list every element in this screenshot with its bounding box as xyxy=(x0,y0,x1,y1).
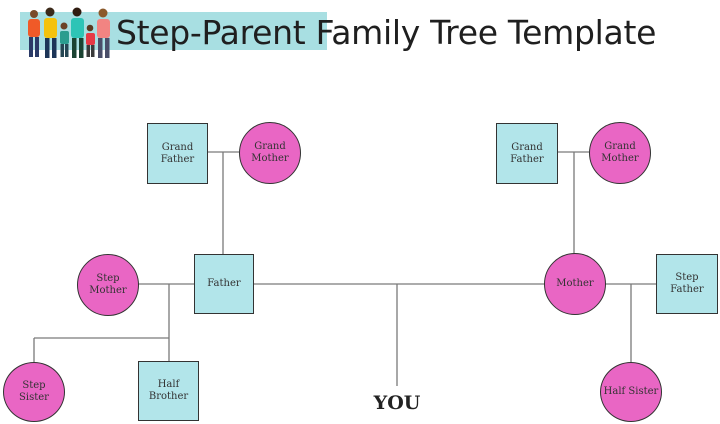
half-brother-node: Half Brother xyxy=(138,361,199,421)
right-grandfather-node: Grand Father xyxy=(496,123,558,184)
header: Step-Parent Family Tree Template xyxy=(0,0,720,70)
title-rest: Family Tree Template xyxy=(315,13,657,52)
left-grandfather-node: Grand Father xyxy=(147,123,208,184)
left-grandmother-node: Grand Mother xyxy=(239,122,301,184)
page-title: Step-Parent Family Tree Template xyxy=(116,9,656,57)
step-mother-node: Step Mother xyxy=(77,254,139,316)
father-node: Father xyxy=(194,254,254,314)
step-sister-node: Step Sister xyxy=(3,362,65,422)
mother-node: Mother xyxy=(544,253,606,315)
family-group-icon xyxy=(28,7,110,58)
right-grandmother-node: Grand Mother xyxy=(589,122,651,184)
title-highlighted-word: Step-Parent xyxy=(116,13,306,52)
half-sister-node: Half Sister xyxy=(600,362,662,422)
step-father-node: Step Father xyxy=(656,254,718,314)
you-label: YOU xyxy=(373,392,421,414)
